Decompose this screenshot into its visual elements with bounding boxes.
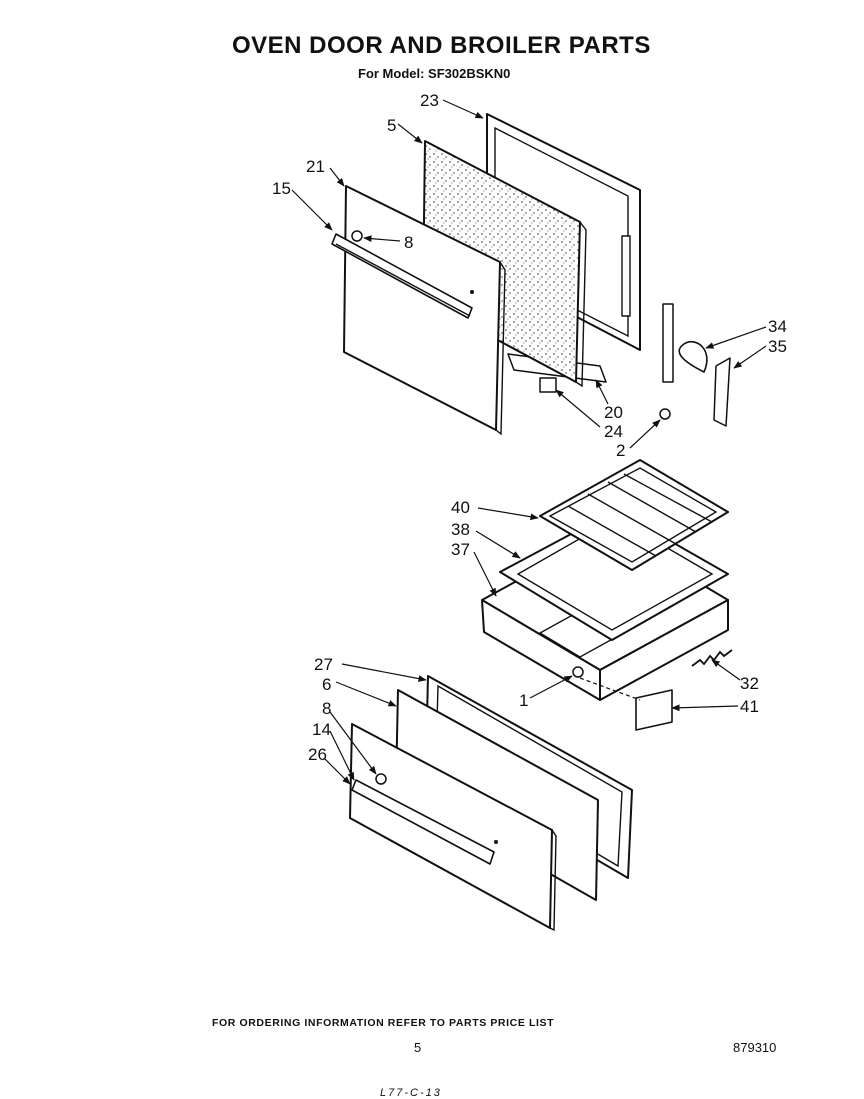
ordering-note: FOR ORDERING INFORMATION REFER TO PARTS … — [212, 1017, 555, 1029]
callout-21: 21 — [306, 157, 325, 176]
callout-6: 6 — [322, 675, 331, 694]
diagram-code: 879310 — [733, 1040, 777, 1055]
callout-5: 5 — [387, 116, 396, 135]
callout-14: 14 — [312, 720, 331, 739]
callout-41: 41 — [740, 697, 759, 716]
callout-8-lower: 8 — [322, 699, 331, 718]
part-32-spring — [691, 649, 733, 667]
part-40-broiler-grid — [539, 459, 729, 571]
callout-40: 40 — [451, 498, 470, 517]
part-35-hinge-bracket — [713, 357, 731, 427]
page-title: OVEN DOOR AND BROILER PARTS — [232, 32, 651, 59]
part-2-bumper — [659, 408, 671, 420]
handwritten-note: L77-C-13 — [380, 1087, 442, 1099]
part-21-oven-door-panel — [343, 185, 506, 436]
callout-24: 24 — [604, 422, 623, 441]
part-14-broiler-handle — [351, 779, 495, 865]
part-41-bracket — [635, 689, 673, 731]
part-34-hinge-arm — [662, 303, 708, 383]
part-8-handle-screw-upper — [351, 230, 474, 294]
callout-26: 26 — [308, 745, 327, 764]
part-8-handle-screw-lower — [375, 773, 498, 844]
callout-27: 27 — [314, 655, 333, 674]
part-24-door-clip — [539, 377, 557, 393]
callout-32: 32 — [740, 674, 759, 693]
callout-8-upper: 8 — [404, 233, 413, 252]
part-15-oven-door-handle — [331, 233, 473, 319]
page-number: 5 — [414, 1040, 422, 1055]
part-26-broiler-door-panel — [349, 723, 557, 932]
callout-38: 38 — [451, 520, 470, 539]
callout-35: 35 — [768, 337, 787, 356]
part-1-screw — [572, 666, 584, 678]
callout-37: 37 — [451, 540, 470, 559]
leader-lines — [291, 99, 767, 785]
callout-23: 23 — [420, 91, 439, 110]
callout-15: 15 — [272, 179, 291, 198]
callout-1: 1 — [519, 691, 528, 710]
callout-20: 20 — [604, 403, 623, 422]
callout-2: 2 — [616, 441, 625, 460]
model-line: For Model: SF302BSKN0 — [358, 66, 511, 81]
callout-34: 34 — [768, 317, 787, 336]
